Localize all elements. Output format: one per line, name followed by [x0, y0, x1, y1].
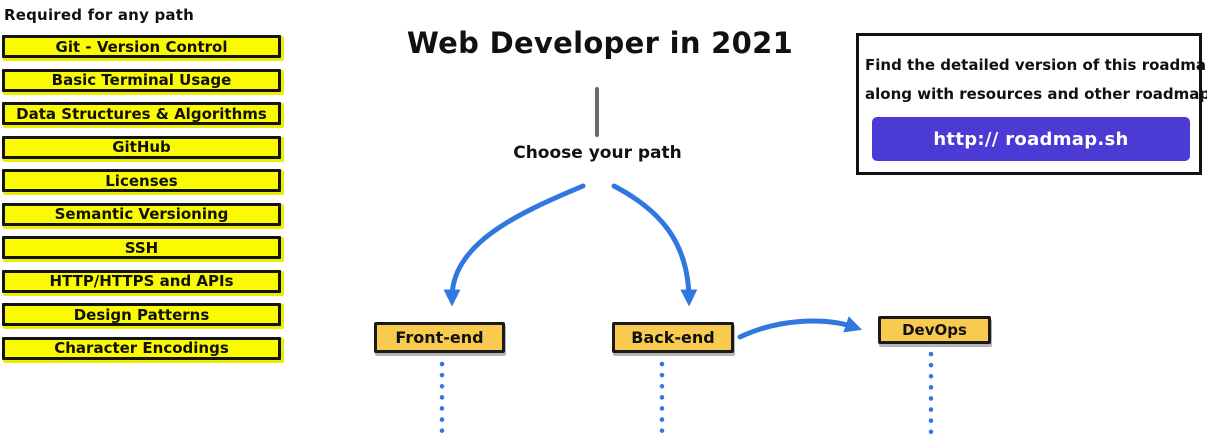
roadmap-url-button[interactable]: http:// roadmap.sh — [872, 117, 1190, 161]
topic-semantic-versioning[interactable]: Semantic Versioning — [2, 202, 281, 226]
topic-data-structures-algorithms[interactable]: Data Structures & Algorithms — [2, 102, 281, 125]
topic-licenses[interactable]: Licenses — [2, 169, 281, 192]
arrow-backend-to-devops — [737, 316, 863, 340]
required-panel-heading: Required for any path — [4, 6, 194, 24]
topic-http-https-apis[interactable]: HTTP/HTTPS and APIs — [2, 269, 281, 293]
topic-character-encodings[interactable]: Character Encodings — [2, 336, 281, 360]
topic-ssh[interactable]: SSH — [2, 236, 281, 259]
node-back-end[interactable]: Back-end — [612, 322, 734, 353]
arrow-choose-to-backend — [611, 183, 698, 307]
arrow-choose-to-frontend — [443, 183, 586, 307]
info-text-line2: along with resources and other roadmaps — [865, 85, 1207, 103]
topic-github[interactable]: GitHub — [2, 135, 281, 159]
topic-git-version-control[interactable]: Git - Version Control — [2, 35, 281, 58]
topic-design-patterns[interactable]: Design Patterns — [2, 303, 281, 326]
roadmap-info-box: Find the detailed version of this roadma… — [856, 33, 1207, 175]
topic-basic-terminal-usage[interactable]: Basic Terminal Usage — [2, 68, 281, 92]
info-text: Find the detailed version of this roadma… — [859, 36, 1207, 109]
choose-your-path-label: Choose your path — [513, 143, 682, 163]
node-devops[interactable]: DevOps — [878, 316, 991, 344]
title-stem-line — [595, 87, 599, 137]
node-front-end[interactable]: Front-end — [374, 322, 505, 353]
required-panel: Required for any path Git - Version Cont… — [2, 6, 294, 370]
page-title: Web Developer in 2021 — [406, 26, 794, 60]
info-text-line1: Find the detailed version of this roadma… — [865, 56, 1207, 74]
